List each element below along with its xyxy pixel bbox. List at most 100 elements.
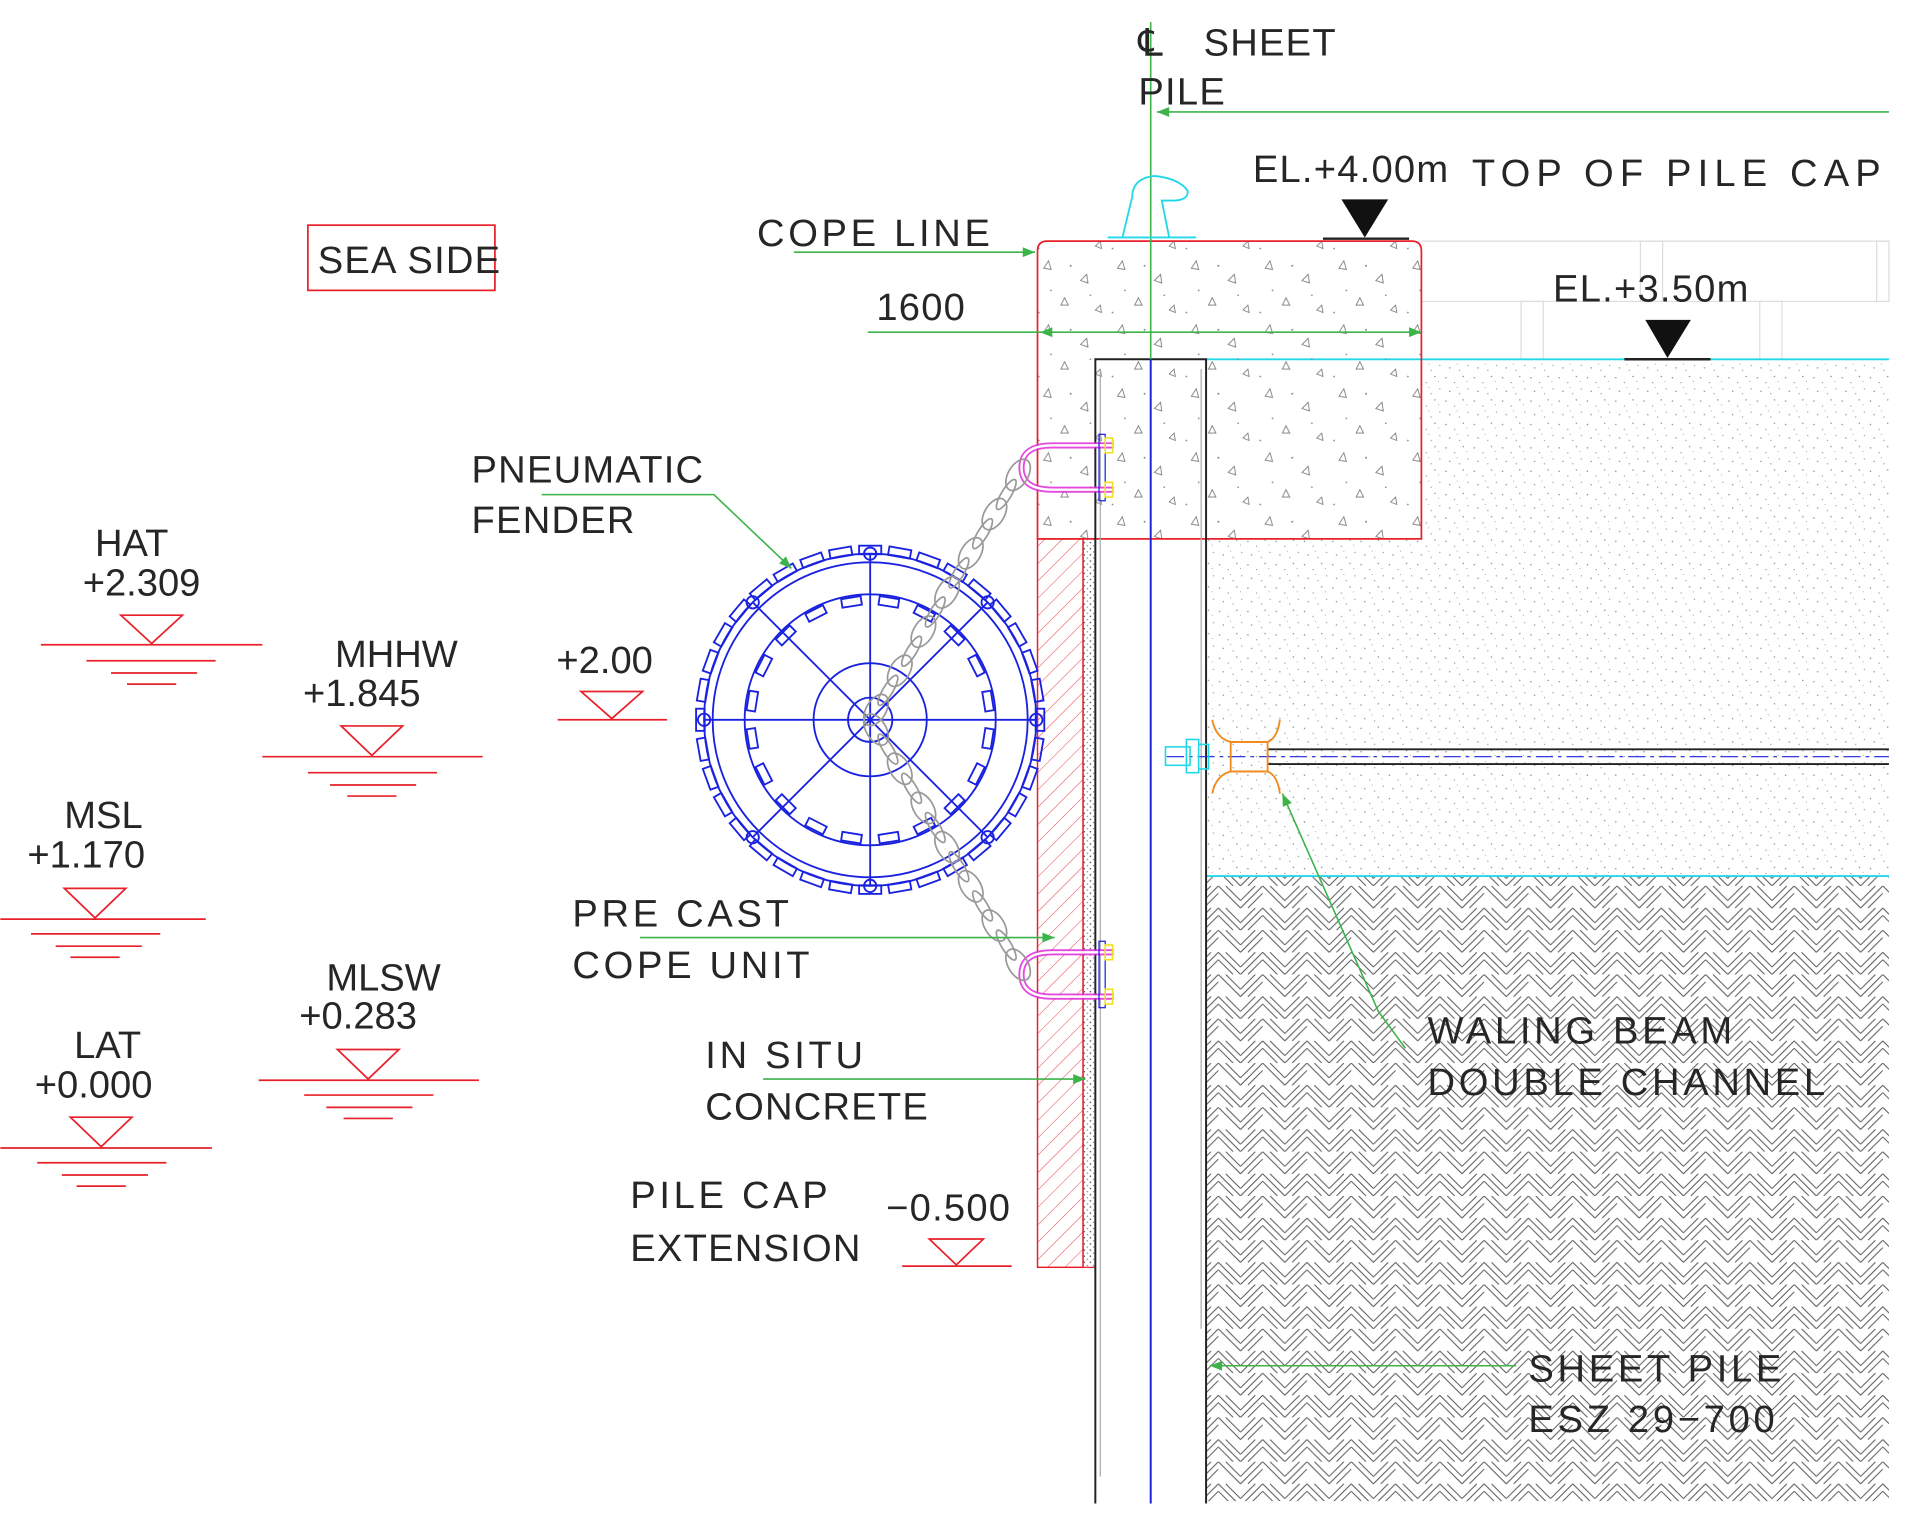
chain-link	[900, 635, 923, 668]
fender-inner-block	[966, 761, 987, 786]
fender-tyre-block	[988, 598, 1012, 624]
extension-level: −0.500	[886, 1187, 1011, 1230]
fender-tyre-block	[827, 545, 854, 560]
centerline-symbol: ℄	[1137, 21, 1164, 64]
chain-link	[933, 830, 961, 864]
fender-leader	[541, 493, 792, 570]
fender-tyre-block	[966, 577, 992, 602]
fender-inner-block	[877, 595, 901, 609]
fender-tyre-block	[748, 577, 774, 602]
ground-el-label: EL.+3.50m	[1553, 267, 1750, 310]
ground-el-marker	[1624, 319, 1711, 361]
fender-tyre-block	[966, 838, 992, 862]
chain-link	[924, 811, 946, 844]
fender-inner-block	[943, 624, 966, 647]
fender-tyre-block	[1006, 621, 1028, 648]
in-situ-soil	[1206, 876, 1889, 1502]
fender-inner-block	[981, 727, 995, 750]
level-msl: MSL +1.170	[0, 794, 206, 959]
fender-tyre-block	[988, 816, 1012, 842]
chain-link	[995, 929, 1017, 961]
fender-tyre-block	[772, 856, 799, 878]
bollard	[1107, 175, 1197, 239]
fender-spoke	[752, 719, 871, 838]
level-mhhw: MHHW +1.845	[262, 633, 483, 797]
fender-tyre-block	[1020, 648, 1039, 675]
fender-inner-block	[966, 653, 987, 678]
backfill-sand	[1206, 359, 1889, 877]
extension-label-2: EXTENSION	[630, 1227, 861, 1270]
chain-link	[910, 615, 937, 649]
level-name: HAT	[95, 522, 168, 565]
fender-bracket-upper	[1018, 433, 1114, 502]
fender-tyre-block	[915, 551, 942, 570]
fender-inner-block	[774, 792, 798, 816]
level-value: +0.283	[299, 995, 417, 1038]
fender-tyre-block	[799, 551, 826, 570]
level-value: +1.170	[27, 833, 145, 876]
insitu-label-1: IN SITU	[705, 1034, 866, 1077]
level-mlsw: MLSW +0.283	[258, 956, 479, 1120]
waling-label-2: DOUBLE CHANNEL	[1428, 1061, 1829, 1104]
fender-inner-block	[804, 603, 828, 623]
cope-line-label: COPE LINE	[757, 212, 994, 255]
chain-link	[995, 478, 1017, 511]
fender-inner-block	[774, 624, 798, 647]
chain-link	[910, 791, 937, 825]
chain-link	[886, 752, 913, 786]
chain-link	[948, 850, 970, 883]
fender-inner-block	[754, 653, 774, 678]
level-value: +2.309	[83, 562, 201, 605]
fender-label-2: FENDER	[472, 499, 636, 542]
fender-tyre-block	[695, 677, 711, 704]
fender-tyre-block	[695, 736, 711, 762]
fender-tyre-block	[728, 598, 752, 624]
tie-rod	[1166, 748, 1889, 766]
fender-inner-block	[840, 595, 863, 609]
fender-tyre-block	[1006, 791, 1028, 818]
fender-tyre-block	[712, 791, 734, 818]
chain-link	[957, 869, 984, 903]
waling-beam	[1211, 719, 1281, 794]
chain-link	[971, 517, 994, 550]
sea-side-box	[307, 224, 496, 292]
level-name: MLSW	[326, 956, 440, 999]
chain-link	[877, 733, 899, 765]
chain-link	[1004, 458, 1032, 492]
chain-link	[900, 772, 923, 805]
chain-link	[924, 596, 946, 628]
level-value: +0.000	[35, 1064, 153, 1107]
fender-tyre-block	[1030, 677, 1045, 704]
fender-bracket-lower	[1018, 940, 1114, 1009]
fender-tyre-block	[858, 884, 883, 895]
waling-label-1: WALING BEAM	[1428, 1009, 1736, 1052]
chain-link	[971, 890, 994, 922]
in-situ-concrete	[1082, 538, 1096, 1268]
sheetpile-label-1: SHEET PILE	[1528, 1348, 1785, 1391]
fender-tyre-block	[728, 816, 752, 842]
fender-spoke	[869, 719, 989, 838]
level-hat: HAT +2.309	[40, 522, 263, 685]
level-name: LAT	[74, 1024, 141, 1067]
chain-link	[862, 713, 890, 747]
chain-link	[877, 674, 899, 707]
insitu-label-2: CONCRETE	[705, 1086, 929, 1129]
fender-spoke	[752, 601, 871, 721]
fender-inner-block	[877, 830, 901, 845]
sea-side-label: SEA SIDE	[318, 239, 502, 282]
dimension-label: 1600	[876, 286, 966, 329]
level-name: MSL	[64, 794, 142, 837]
fender-tyre-block	[886, 545, 913, 560]
level-name: MHHW	[335, 633, 458, 676]
chain-link	[1004, 948, 1032, 982]
fender-tyre-block	[827, 879, 854, 895]
chain-link	[933, 575, 961, 609]
fender-tyre-block	[695, 707, 706, 732]
tie-rod-nut	[1164, 738, 1210, 774]
fender-tyre-block	[748, 838, 774, 862]
chain-link	[957, 536, 984, 570]
sheetpile-label-2: ESZ 29−700	[1528, 1398, 1778, 1441]
pile-cap	[1036, 240, 1423, 540]
